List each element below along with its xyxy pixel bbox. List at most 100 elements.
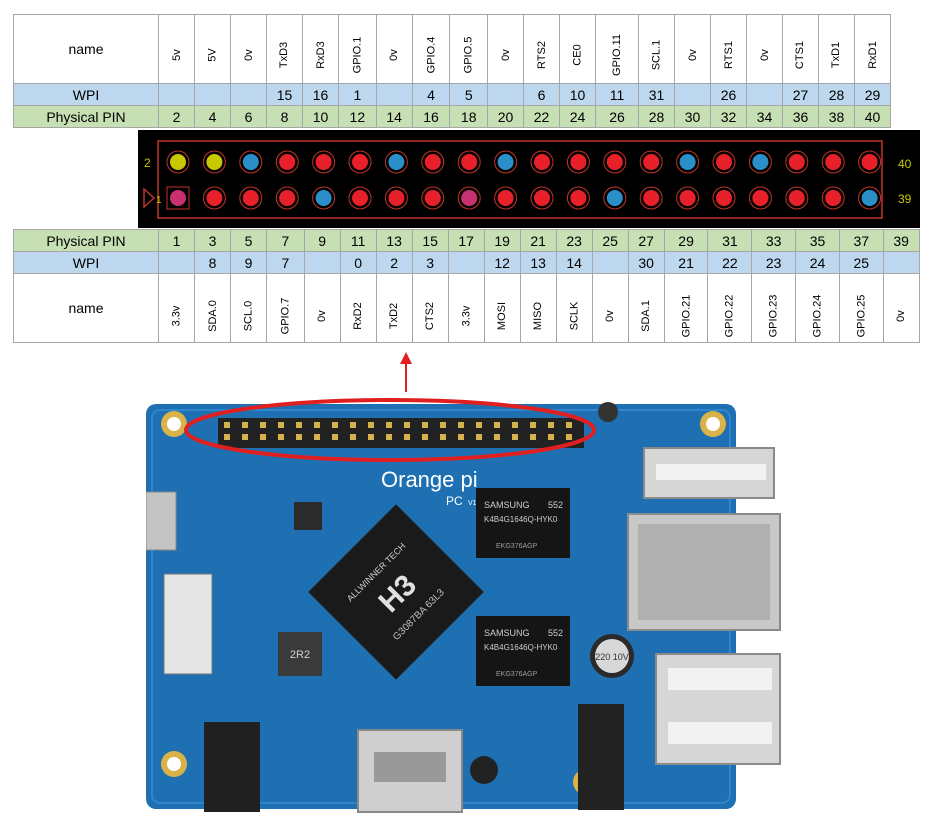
top-physical-cell: 38 xyxy=(818,105,856,128)
pin-27 xyxy=(643,190,660,206)
top-wpi-cell: 28 xyxy=(818,83,856,106)
pin-37 xyxy=(825,190,842,206)
top-pin-name: 0v xyxy=(758,49,771,61)
bottom-pin-name: GPIO.25 xyxy=(855,294,868,338)
bottom-wpi-cell: 12 xyxy=(483,251,521,274)
bottom-wpi-cell xyxy=(303,251,341,274)
bottom-wpi-cell: 3 xyxy=(411,251,449,274)
bottom-physical-cell: 39 xyxy=(882,229,920,252)
svg-text:SAMSUNG: SAMSUNG xyxy=(484,500,530,510)
board-header-pin xyxy=(278,422,284,428)
pin-ring xyxy=(275,186,299,210)
bottom-pin-name-cell: RxD2 xyxy=(339,273,377,343)
top-physical-cell: 8 xyxy=(266,105,303,128)
ethernet-port xyxy=(627,513,781,631)
bottom-pin-name: TxD2 xyxy=(388,302,401,330)
pin-ring xyxy=(603,186,627,210)
board-header-pin xyxy=(314,422,320,428)
svg-text:EKG376AGP: EKG376AGP xyxy=(496,671,538,678)
label-pin-39: 39 xyxy=(898,192,912,206)
top-wpi-cell xyxy=(487,83,525,106)
bottom-physical-cell: 25 xyxy=(591,229,629,252)
board-header-pin xyxy=(278,434,284,440)
bottom-pin-name-cell: GPIO.7 xyxy=(266,273,305,343)
board-header-pin xyxy=(242,422,248,428)
board-logo: Orange pi xyxy=(381,467,478,492)
top-wpi-cell: 31 xyxy=(638,83,676,106)
board-header-pin xyxy=(332,422,338,428)
pin-ring xyxy=(202,186,226,210)
bottom-physical-cell: 15 xyxy=(411,229,449,252)
bottom-physical-cell: 7 xyxy=(266,229,305,252)
top-physical-cell: 34 xyxy=(746,105,784,128)
bottom-physical-header: Physical PIN xyxy=(13,229,159,252)
pin-9 xyxy=(315,190,332,206)
bottom-wpi-cell xyxy=(447,251,485,274)
pin-13 xyxy=(388,190,405,206)
pin-ring xyxy=(312,186,336,210)
bottom-pin-name: 0v xyxy=(604,310,617,322)
top-wpi-cell xyxy=(194,83,231,106)
pin-ring xyxy=(785,186,809,210)
pin-7 xyxy=(279,190,296,206)
top-pin-name-cell: CE0 xyxy=(559,14,597,84)
top-name-header: name xyxy=(13,14,159,84)
bottom-physical-cell: 35 xyxy=(795,229,840,252)
board-header-pin xyxy=(386,422,392,428)
top-pin-name-cell: RTS1 xyxy=(710,14,748,84)
top-physical-cell: 30 xyxy=(674,105,712,128)
top-pin-name: GPIO.1 xyxy=(351,36,364,74)
bottom-pin-name-cell: MISO xyxy=(519,273,557,343)
board-header-pin xyxy=(566,422,572,428)
pin-29 xyxy=(679,190,696,206)
top-physical-cell: 36 xyxy=(782,105,820,128)
top-pin-name: 5v xyxy=(170,49,183,61)
pin-ring xyxy=(748,186,772,210)
pin-ring xyxy=(712,150,736,174)
top-pin-name-cell: RTS2 xyxy=(523,14,561,84)
top-physical-cell: 14 xyxy=(375,105,413,128)
top-wpi-cell: 29 xyxy=(854,83,892,106)
pin-18 xyxy=(461,154,478,170)
board-header-pin xyxy=(458,422,464,428)
bottom-pin-name-cell: 3.3v xyxy=(158,273,195,343)
top-pin-name-cell: RxD3 xyxy=(302,14,339,84)
top-pin-name-cell: 5V xyxy=(194,14,231,84)
top-physical-cell: 10 xyxy=(302,105,339,128)
bottom-wpi-cell: 7 xyxy=(266,251,305,274)
pin-ring xyxy=(202,150,226,174)
bottom-pin-name: GPIO.21 xyxy=(680,294,693,338)
board-header-pin xyxy=(404,422,410,428)
board-version: V1.2 xyxy=(468,500,483,507)
top-pin-name: CTS1 xyxy=(794,40,807,70)
bottom-pin-name-cell: 0v xyxy=(591,273,629,343)
top-physical-cell: 12 xyxy=(338,105,377,128)
top-wpi-cell: 6 xyxy=(523,83,561,106)
pin-40 xyxy=(861,154,878,170)
bottom-pin-name-cell: 3.3v xyxy=(447,273,485,343)
pin-ring xyxy=(603,150,627,174)
bottom-physical-cell: 31 xyxy=(707,229,753,252)
pin-ring xyxy=(676,150,700,174)
board-header-pin xyxy=(260,434,266,440)
pin-ring xyxy=(530,186,554,210)
pin-8 xyxy=(279,154,296,170)
bottom-physical-cell: 11 xyxy=(339,229,377,252)
top-wpi-cell: 4 xyxy=(411,83,451,106)
bottom-pin-name-cell: TxD2 xyxy=(375,273,413,343)
board-header-pin xyxy=(386,434,392,440)
board-header-pin xyxy=(332,434,338,440)
bottom-pin-name: 3.3v xyxy=(460,305,473,327)
bottom-pin-name-cell: 0v xyxy=(882,273,920,343)
bottom-wpi-cell: 23 xyxy=(751,251,797,274)
pin-22 xyxy=(534,154,550,170)
top-physical-cell: 16 xyxy=(411,105,451,128)
board-header-pin xyxy=(368,434,374,440)
top-pin-name: CE0 xyxy=(571,44,584,66)
usb-port-stacked xyxy=(655,653,781,765)
pin-ring xyxy=(566,150,590,174)
bottom-wpi-cell: 24 xyxy=(795,251,840,274)
